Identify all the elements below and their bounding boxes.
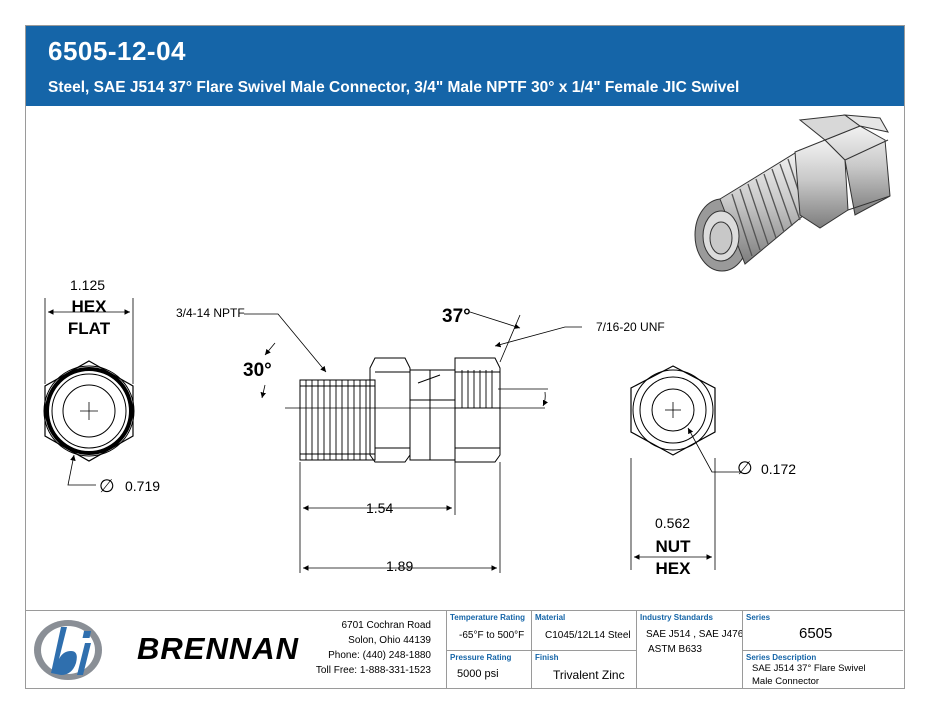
company-address: 6701 Cochran Road Solon, Ohio 44139 Phon… (316, 620, 431, 680)
left-bore-diameter: 0.719 (125, 478, 161, 494)
industry-standards-label: Industry Standards (640, 613, 713, 622)
material-cell: Material C1045/12L14 Steel (531, 611, 636, 650)
finish-cell: Finish Trivalent Zinc (531, 650, 636, 689)
right-hex-view (630, 365, 740, 570)
pressure-rating-label: Pressure Rating (450, 653, 512, 662)
series-description-label: Series Description (746, 653, 817, 662)
series-description-cell: Series Description SAE J514 37° Flare Sw… (742, 650, 903, 689)
right-bore-diameter: 0.172 (761, 461, 797, 477)
series-label: Series (746, 613, 771, 622)
hex-label-line2: FLAT (67, 319, 111, 338)
length-1-54-dimension: 1.54 (366, 500, 394, 516)
material-value: C1045/12L14 Steel (545, 630, 631, 641)
series-cell: Series 6505 (742, 611, 903, 650)
address-line2: Solon, Ohio 44139 (348, 635, 431, 646)
series-description-line1: SAE J514 37° Flare Swivel (752, 663, 866, 674)
overall-length-dimension: 1.89 (386, 558, 414, 574)
series-description-line2: Male Connector (752, 676, 820, 687)
angle-37-label: 37° (442, 306, 471, 327)
finish-label: Finish (535, 653, 559, 662)
temperature-rating-cell: Temperature Rating -65°F to 500°F (446, 611, 531, 650)
nut-label-line1: NUT (655, 537, 691, 556)
nut-hex-label: NUT HEX (650, 536, 696, 580)
drawing-sheet: 6505-12-04 Steel, SAE J514 37° Flare Swi… (25, 25, 905, 689)
industry-standards-line1: SAE J514 , SAE J476 (646, 629, 744, 640)
material-label: Material (535, 613, 566, 622)
female-thread-callout: 7/16-20 UNF (596, 320, 665, 334)
pressure-rating-value: 5000 psi (457, 668, 499, 680)
side-section-view (244, 311, 582, 573)
toll-free-number: Toll Free: 1-888-331-1523 (315, 665, 431, 676)
left-hex-view (43, 298, 135, 486)
temperature-rating-value: -65°F to 500°F (459, 630, 525, 641)
nut-hex-dimension: 0.562 (655, 515, 691, 531)
part-number: 6505-12-04 (48, 36, 186, 66)
diameter-symbol-right: ∅ (737, 458, 753, 478)
industry-standards-cell: Industry Standards SAE J514 , SAE J476 A… (636, 611, 744, 689)
title-block: BRENNAN 6701 Cochran Road Solon, Ohio 44… (25, 610, 905, 689)
hex-flat-dimension: 1.125 (70, 277, 106, 293)
isometric-render (694, 114, 891, 272)
diameter-symbol-left: ∅ (99, 476, 115, 496)
phone-number: Phone: (440) 248-1880 (328, 650, 431, 661)
pressure-rating-cell: Pressure Rating 5000 psi (446, 650, 531, 689)
series-value: 6505 (799, 625, 833, 642)
hex-label-line1: HEX (71, 297, 107, 316)
brennan-logo-icon (34, 620, 102, 680)
hex-flat-label: HEX FLAT (66, 296, 112, 340)
part-description: Steel, SAE J514 37° Flare Swivel Male Co… (48, 79, 740, 96)
brand-name: BRENNAN (137, 631, 299, 666)
nut-label-line2: HEX (655, 559, 691, 578)
industry-standards-line2: ASTM B633 (648, 644, 702, 655)
angle-30-label: 30° (243, 360, 272, 381)
finish-value: Trivalent Zinc (553, 668, 625, 682)
male-thread-callout: 3/4-14 NPTF (176, 306, 245, 320)
temperature-rating-label: Temperature Rating (450, 613, 525, 622)
address-line1: 6701 Cochran Road (341, 620, 431, 631)
header-banner: 6505-12-04 Steel, SAE J514 37° Flare Swi… (26, 26, 904, 106)
